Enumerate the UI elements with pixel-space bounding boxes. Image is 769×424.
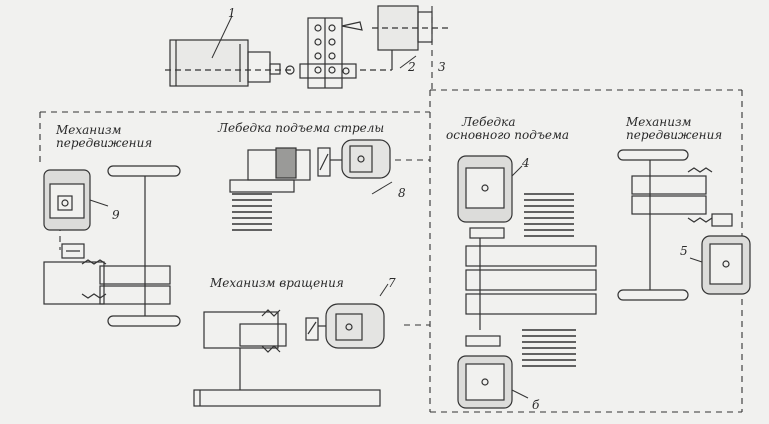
right-travel-label-line1: Механизм — [626, 115, 692, 129]
left-travel-mechanism — [43, 165, 181, 327]
slewing-mechanism — [193, 283, 389, 407]
callout-5: 5 — [680, 244, 688, 258]
callout-7: 7 — [388, 276, 396, 290]
right-travel-mechanism — [617, 149, 751, 301]
generator-unit — [165, 15, 295, 87]
boom-winch-label: Лебедка подъема стрелы — [218, 121, 385, 135]
callout-8: 8 — [398, 186, 406, 200]
callout-1: 1 — [228, 6, 236, 20]
right-travel-label-line2: передвижения — [626, 128, 723, 142]
left-travel-label-line2: передвижения — [56, 136, 153, 150]
converter-unit — [360, 5, 448, 71]
main-hoist-winch — [457, 155, 597, 409]
callout-4: 4 — [522, 156, 530, 170]
main-hoist-label: Лебедка основного подъема — [446, 116, 569, 142]
right-travel-label: Механизм передвижения — [626, 116, 722, 142]
dashed-boundary — [39, 6, 743, 413]
callout-2: 2 — [408, 60, 416, 74]
callout-6: б — [532, 398, 540, 412]
callout-9: 9 — [112, 208, 120, 222]
main-hoist-label-line1: Лебедка — [462, 115, 516, 129]
left-travel-label-line1: Механизм — [56, 123, 122, 137]
main-hoist-label-line2: основного подъема — [446, 128, 570, 142]
left-travel-label: Механизм передвижения — [56, 124, 152, 150]
boom-hoist-winch — [229, 139, 393, 231]
gear-train-vertical — [299, 17, 363, 89]
callout-3: 3 — [438, 60, 446, 74]
slewing-label: Механизм вращения — [210, 276, 344, 290]
